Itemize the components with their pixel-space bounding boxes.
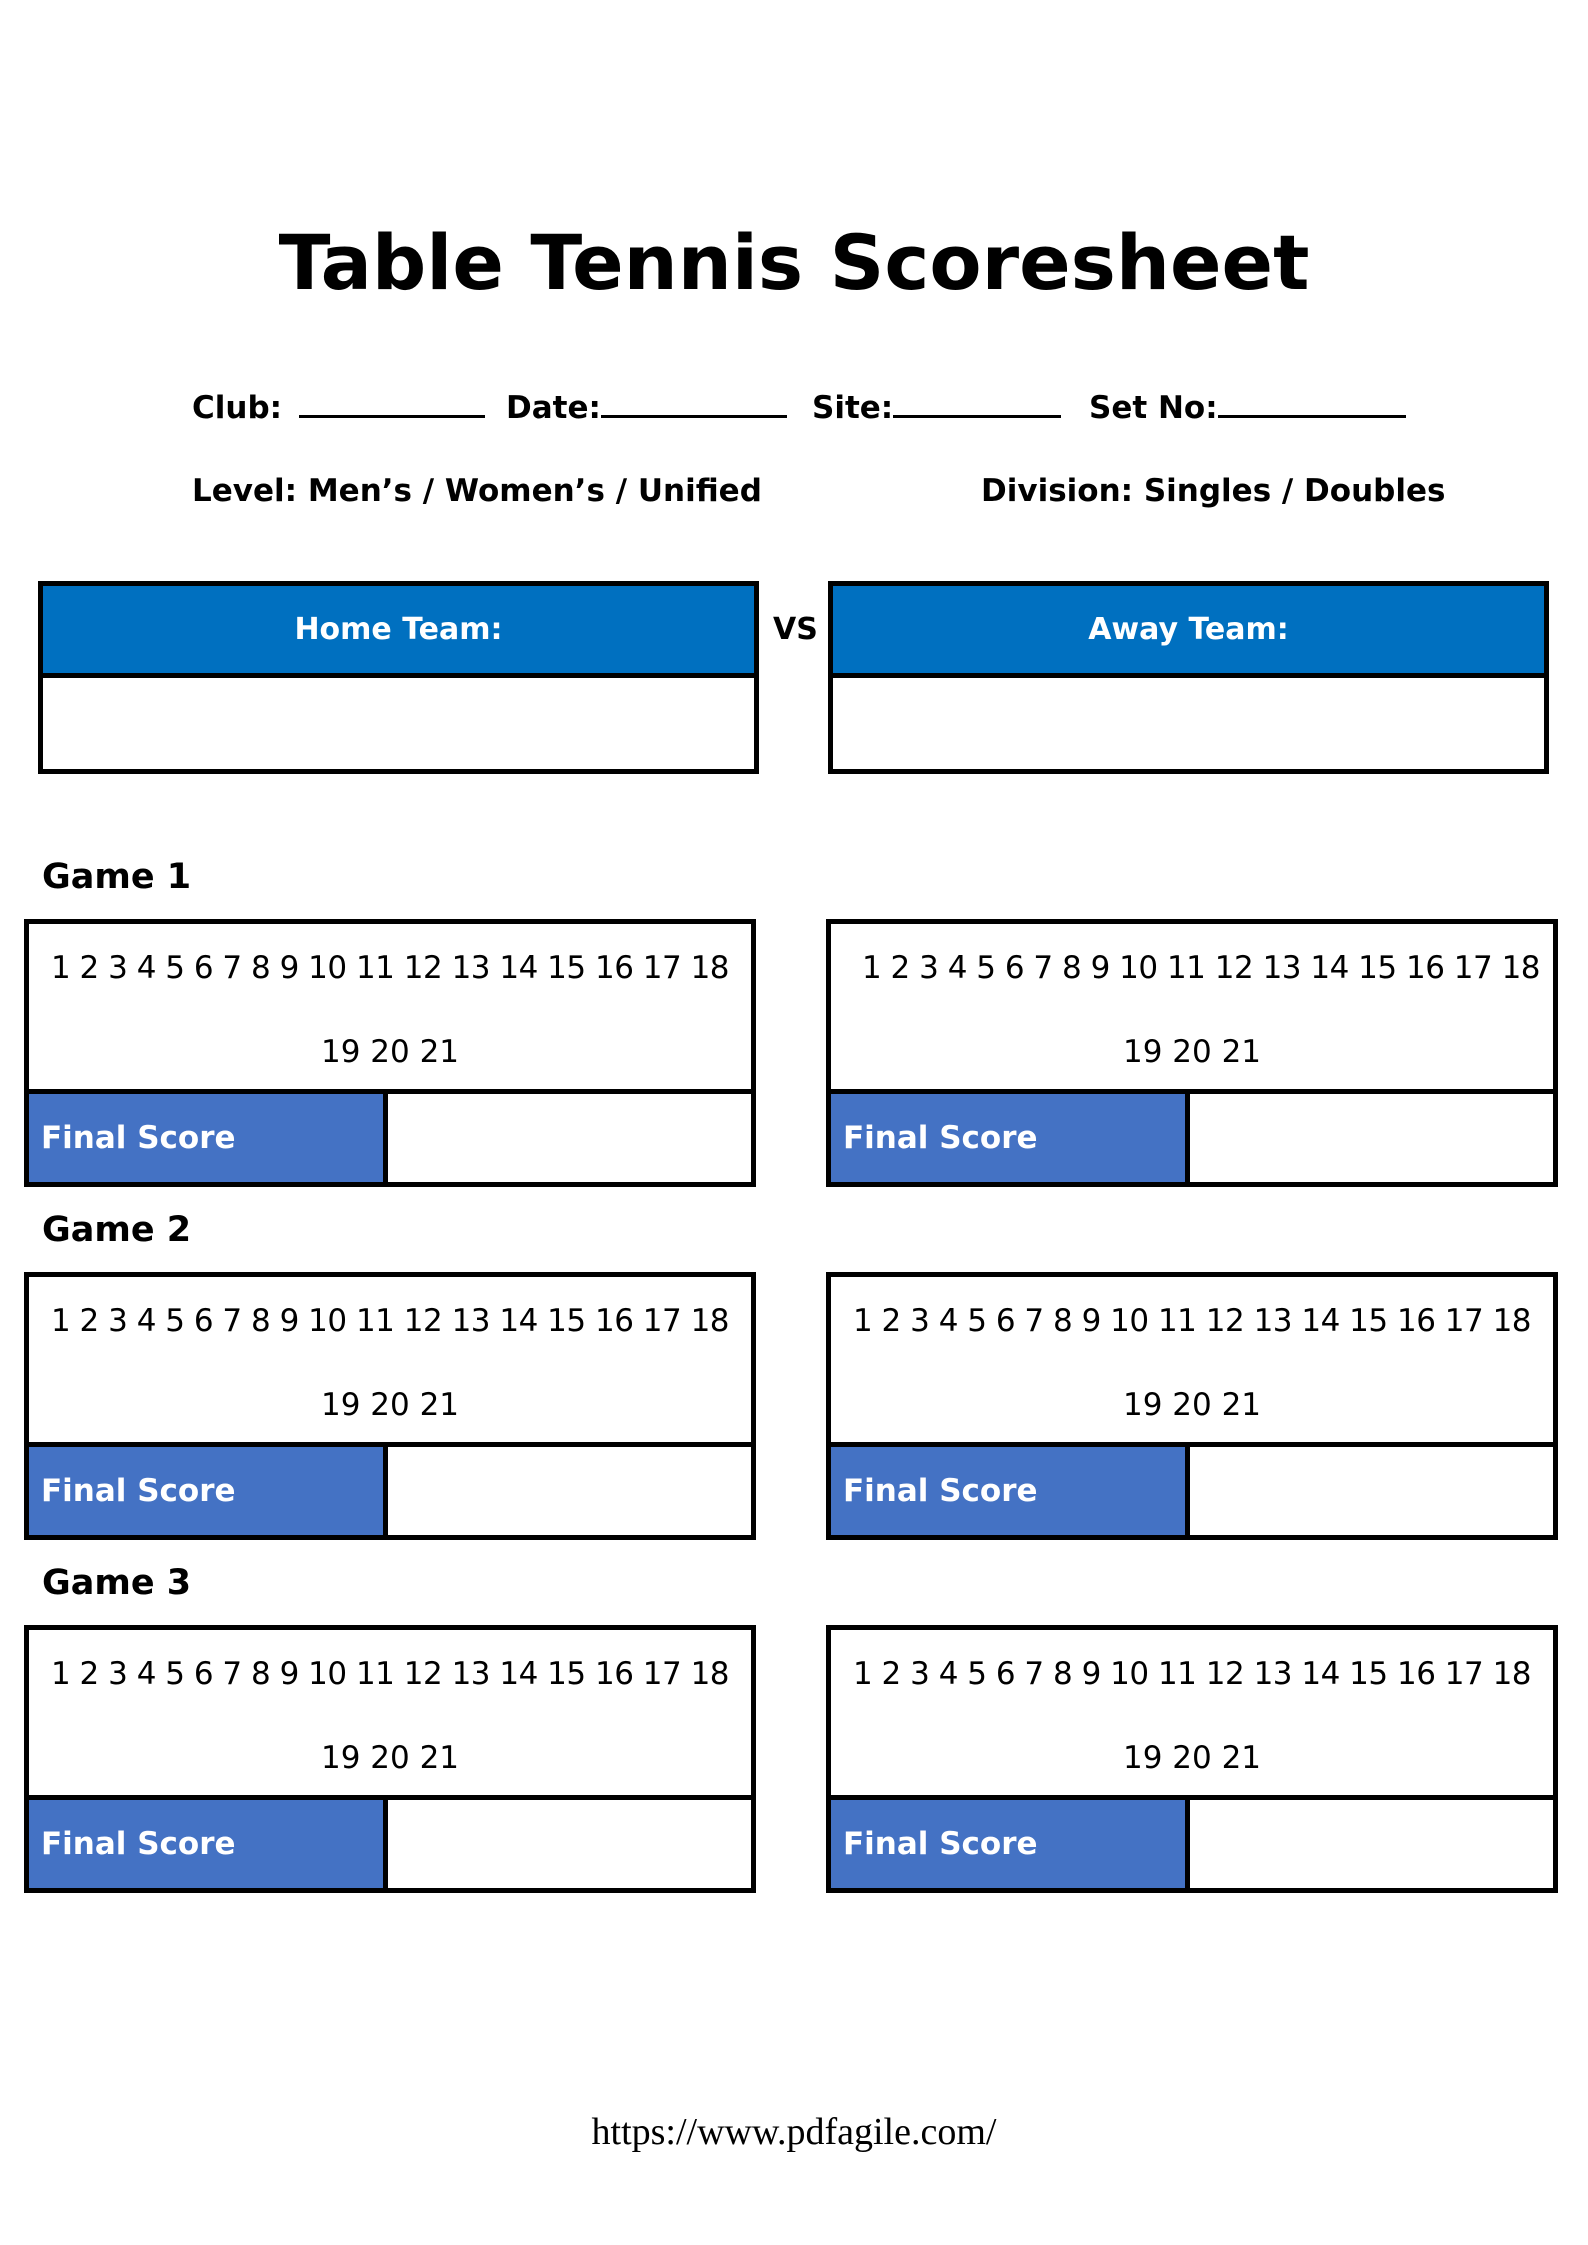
final-score-label: Final Score — [29, 1800, 388, 1888]
game-2-label: Game 2 — [42, 1210, 192, 1250]
point-tracker[interactable]: 1 2 3 4 5 6 7 8 9 10 11 12 13 14 15 16 1… — [29, 924, 751, 1094]
point-tracker[interactable]: 1 2 3 4 5 6 7 8 9 10 11 12 13 14 15 16 1… — [831, 1277, 1553, 1447]
final-score-input[interactable] — [388, 1447, 751, 1535]
club-label: Club: — [192, 390, 283, 426]
points-row-2: 19 20 21 — [1122, 1034, 1262, 1070]
points-row-2: 19 20 21 — [1122, 1740, 1262, 1776]
vs-label: VS — [773, 612, 818, 647]
final-score-label: Final Score — [831, 1447, 1190, 1535]
point-tracker[interactable]: 1 2 3 4 5 6 7 8 9 10 11 12 13 14 15 16 1… — [831, 924, 1553, 1094]
set-no-label: Set No: — [1089, 390, 1218, 426]
final-score-input[interactable] — [388, 1094, 751, 1182]
points-row-2: 19 20 21 — [320, 1387, 460, 1423]
site-blank[interactable] — [893, 388, 1062, 418]
date-field[interactable]: Date: — [506, 388, 787, 426]
game-3-home-score-box: 1 2 3 4 5 6 7 8 9 10 11 12 13 14 15 16 1… — [24, 1625, 756, 1893]
points-row-1: 1 2 3 4 5 6 7 8 9 10 11 12 13 14 15 16 1… — [852, 1656, 1532, 1692]
points-row-2: 19 20 21 — [320, 1740, 460, 1776]
away-team-header: Away Team: — [833, 586, 1544, 678]
page-title: Table Tennis Scoresheet — [278, 218, 1310, 307]
points-row-1: 1 2 3 4 5 6 7 8 9 10 11 12 13 14 15 16 1… — [50, 1656, 730, 1692]
home-team-box: Home Team: — [38, 581, 759, 774]
points-row-1: 1 2 3 4 5 6 7 8 9 10 11 12 13 14 15 16 1… — [861, 950, 1541, 986]
points-row-1: 1 2 3 4 5 6 7 8 9 10 11 12 13 14 15 16 1… — [852, 1303, 1532, 1339]
game-3-away-score-box: 1 2 3 4 5 6 7 8 9 10 11 12 13 14 15 16 1… — [826, 1625, 1558, 1893]
point-tracker[interactable]: 1 2 3 4 5 6 7 8 9 10 11 12 13 14 15 16 1… — [29, 1277, 751, 1447]
final-score-label: Final Score — [831, 1800, 1190, 1888]
away-team-input[interactable] — [833, 678, 1544, 764]
final-score-label: Final Score — [29, 1447, 388, 1535]
final-score-input[interactable] — [1190, 1800, 1553, 1888]
final-score-input[interactable] — [388, 1800, 751, 1888]
footer-url[interactable]: https://www.pdfagile.com/ — [591, 2111, 997, 2153]
points-row-1: 1 2 3 4 5 6 7 8 9 10 11 12 13 14 15 16 1… — [50, 1303, 730, 1339]
away-team-box: Away Team: — [828, 581, 1549, 774]
final-score-label: Final Score — [29, 1094, 388, 1182]
final-score-input[interactable] — [1190, 1094, 1553, 1182]
level-options: Level: Men’s / Women’s / Unified — [192, 473, 762, 509]
game-3-label: Game 3 — [42, 1563, 192, 1603]
date-label: Date: — [506, 390, 601, 426]
set-no-blank[interactable] — [1217, 388, 1406, 418]
point-tracker[interactable]: 1 2 3 4 5 6 7 8 9 10 11 12 13 14 15 16 1… — [831, 1630, 1553, 1800]
club-blank[interactable] — [298, 388, 485, 418]
set-no-field[interactable]: Set No: — [1089, 388, 1406, 426]
points-row-2: 19 20 21 — [320, 1034, 460, 1070]
point-tracker[interactable]: 1 2 3 4 5 6 7 8 9 10 11 12 13 14 15 16 1… — [29, 1630, 751, 1800]
points-row-2: 19 20 21 — [1122, 1387, 1262, 1423]
game-1-home-score-box: 1 2 3 4 5 6 7 8 9 10 11 12 13 14 15 16 1… — [24, 919, 756, 1187]
game-1-away-score-box: 1 2 3 4 5 6 7 8 9 10 11 12 13 14 15 16 1… — [826, 919, 1558, 1187]
date-blank[interactable] — [600, 388, 787, 418]
final-score-label: Final Score — [831, 1094, 1190, 1182]
site-label: Site: — [812, 390, 894, 426]
site-field[interactable]: Site: — [812, 388, 1062, 426]
division-options: Division: Singles / Doubles — [981, 473, 1446, 509]
game-1-label: Game 1 — [42, 857, 192, 897]
game-2-away-score-box: 1 2 3 4 5 6 7 8 9 10 11 12 13 14 15 16 1… — [826, 1272, 1558, 1540]
game-2-home-score-box: 1 2 3 4 5 6 7 8 9 10 11 12 13 14 15 16 1… — [24, 1272, 756, 1540]
home-team-header: Home Team: — [43, 586, 754, 678]
points-row-1: 1 2 3 4 5 6 7 8 9 10 11 12 13 14 15 16 1… — [50, 950, 730, 986]
home-team-input[interactable] — [43, 678, 754, 764]
final-score-input[interactable] — [1190, 1447, 1553, 1535]
club-field[interactable]: Club: — [192, 388, 485, 426]
